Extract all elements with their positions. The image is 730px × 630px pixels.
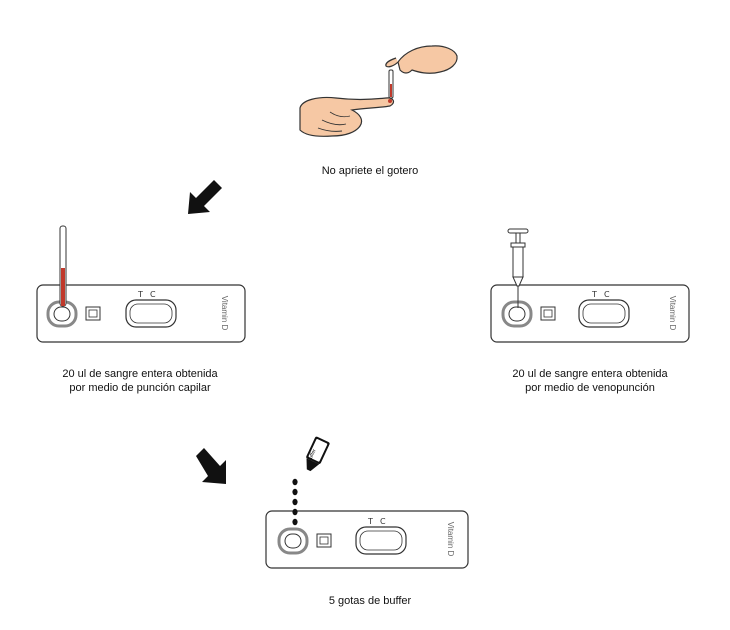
venous-caption-line1: 20 ul de sangre entera obtenida [512, 368, 668, 380]
capillary-caption-line1: 20 ul de sangre entera obtenida [62, 368, 218, 380]
cassette-left-c-mark: C [150, 290, 156, 299]
cassette-left-label: Vitamin D [220, 296, 229, 331]
arrow-down-left-icon [188, 180, 222, 214]
capillary-caption: 20 ul de sangre entera obtenida por medi… [40, 367, 240, 395]
cassette-venous [490, 284, 690, 343]
cassette-right-label: Vitamin D [668, 296, 677, 331]
cassette-left-t-mark: T [137, 290, 143, 299]
venous-caption-line2: por medio de venopunción [525, 382, 655, 394]
cassette-bottom-c-mark: C [380, 517, 386, 526]
dropper-caption: No apriete el gotero [321, 165, 419, 177]
arrow-down-right-icon [196, 448, 226, 484]
buffer-drops [292, 478, 298, 526]
syringe-icon [507, 228, 529, 308]
bottle-label: Buffer [307, 448, 318, 463]
cassette-bottom-t-mark: T [367, 517, 373, 526]
cassette-bottom-label: Vitamin D [446, 522, 455, 557]
capillary-caption-line2: por medio de punción capilar [69, 382, 211, 394]
venous-caption: 20 ul de sangre entera obtenida por medi… [490, 367, 690, 395]
hands-with-dropper-illustration [299, 45, 458, 137]
buffer-caption: 5 gotas de buffer [328, 595, 412, 607]
cassette-right-c-mark: C [604, 290, 610, 299]
cassette-buffer [265, 510, 469, 569]
buffer-bottle-icon [306, 436, 330, 472]
cassette-capillary [36, 225, 246, 343]
cassette-right-t-mark: T [591, 290, 597, 299]
